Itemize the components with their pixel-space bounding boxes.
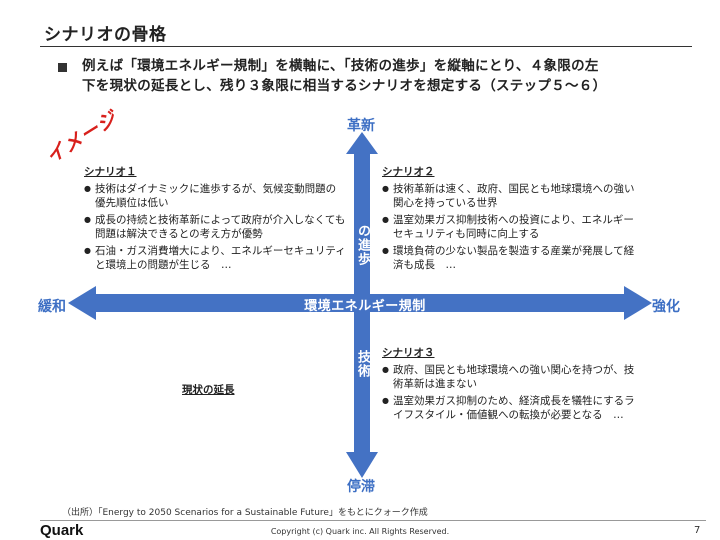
vertical-axis-arrow (346, 132, 378, 478)
slide-title: シナリオの骨格 (44, 25, 167, 45)
intro-line-2: 下を現状の延長とし、残り３象限に相当するシナリオを想定する（ステップ５～６） (82, 78, 607, 94)
vertical-axis-label-upper: の進歩 (355, 224, 370, 266)
status-quo-label: 現状の延長 (182, 384, 235, 396)
scenario-1-item: 技術はダイナミックに進歩するが、気候変動問題の優先順位は低い (84, 182, 346, 211)
scenario-3-item: 温室効果ガス抑制のため、経済成長を犠牲にするライフスタイル・価値観への転換が必要… (382, 394, 640, 423)
vertical-axis-label-lower: 技術 (355, 350, 370, 378)
scenario-2-item: 温室効果ガス抑制技術への投資により、エネルギーセキュリティも同時に向上する (382, 213, 640, 242)
axis-bottom-label: 停滞 (347, 479, 375, 495)
page-number: 7 (694, 525, 701, 536)
axis-top-label: 革新 (347, 118, 375, 134)
scenario-1-item: 成長の持続と技術革新によって政府が介入しなくても問題は解決できるとの考え方が優勢 (84, 213, 346, 242)
scenario-1: シナリオ１ 技術はダイナミックに進歩するが、気候変動問題の優先順位は低い 成長の… (84, 165, 346, 275)
scenario-2-item: 環境負荷の少ない製品を製造する産業が発展して経済も成長 … (382, 244, 640, 273)
scenario-2-item: 技術革新は速く、政府、国民とも地球環境への強い関心を持っている世界 (382, 182, 640, 211)
scenario-3-title: シナリオ３ (382, 347, 435, 359)
footer-divider (40, 520, 706, 521)
scenario-1-title: シナリオ１ (84, 166, 137, 178)
company-logo: Quark (40, 522, 84, 539)
intro-bullet-icon (58, 63, 67, 72)
scenario-1-item: 石油・ガス消費増大により、エネルギーセキュリティと環境上の問題が生じる … (84, 244, 346, 273)
scenario-2-title: シナリオ２ (382, 166, 435, 178)
title-underline (40, 46, 692, 47)
source-note: （出所）「Energy to 2050 Scenarios for a Sust… (62, 508, 428, 518)
axis-left-label: 緩和 (38, 299, 66, 315)
scenario-3: シナリオ３ 政府、国民とも地球環境への強い関心を持つが、技術革新は進まない 温室… (382, 346, 640, 425)
horizontal-axis-label: 環境エネルギー規制 (304, 299, 426, 314)
axis-right-label: 強化 (652, 299, 680, 315)
scenario-3-item: 政府、国民とも地球環境への強い関心を持つが、技術革新は進まない (382, 363, 640, 392)
copyright-text: Copyright (c) Quark inc. All Rights Rese… (270, 527, 450, 536)
intro-text: 例えば「環境エネルギー規制」を横軸に、「技術の進歩」を縦軸にとり、４象限の左 下… (82, 56, 702, 96)
scenario-2: シナリオ２ 技術革新は速く、政府、国民とも地球環境への強い関心を持っている世界 … (382, 165, 640, 275)
intro-line-1: 例えば「環境エネルギー規制」を横軸に、「技術の進歩」を縦軸にとり、４象限の左 (82, 58, 599, 74)
